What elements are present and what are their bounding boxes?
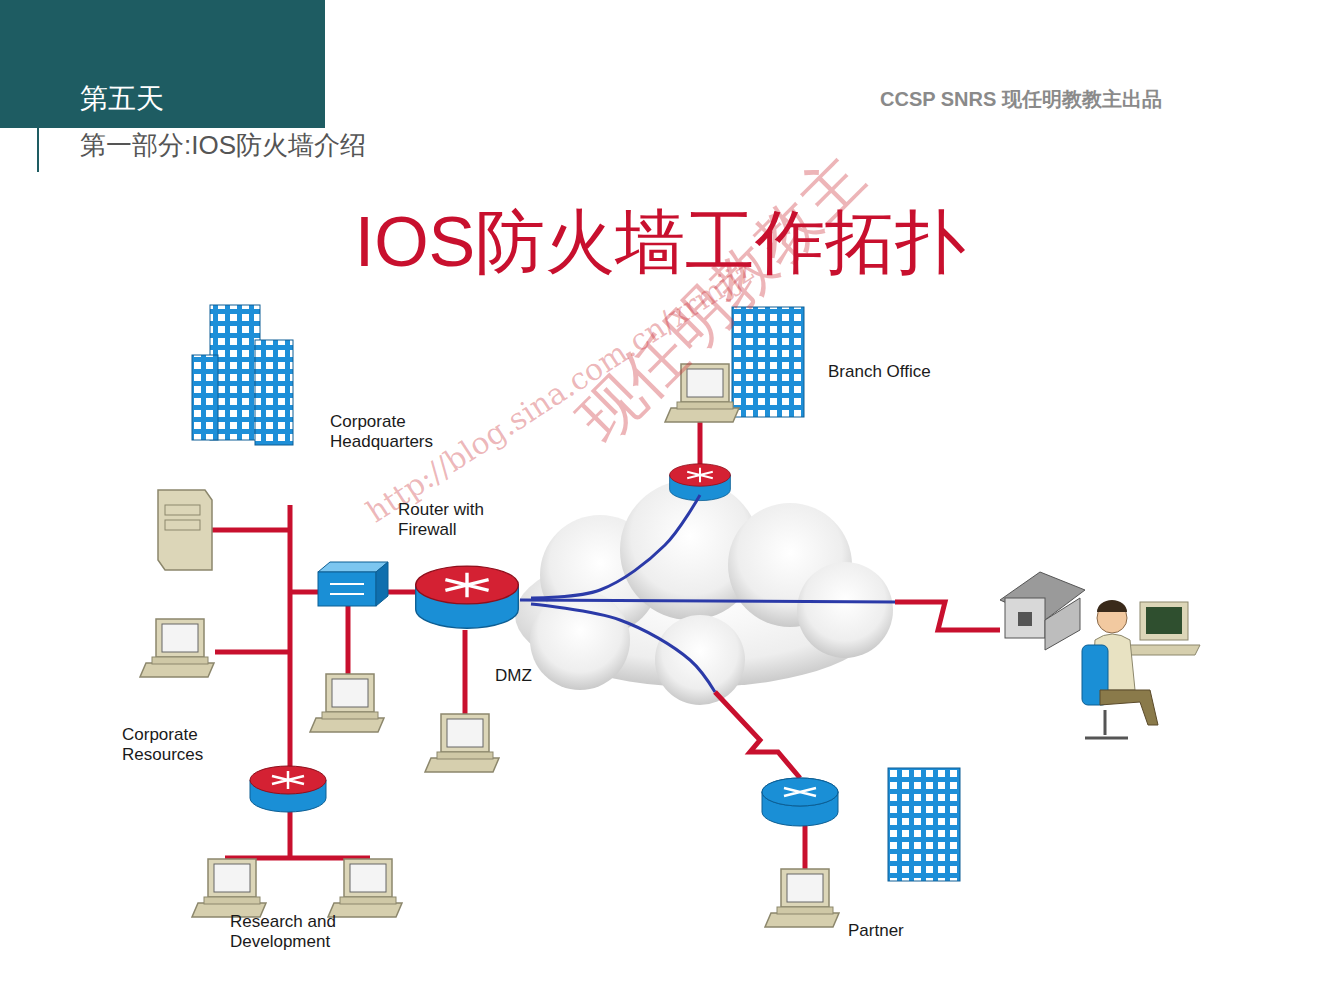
link-segment: [531, 495, 700, 598]
network-site: DMZ: [425, 662, 545, 787]
site-label: Branch Office: [828, 362, 958, 382]
link-segment: [531, 604, 715, 692]
publisher-label: CCSP SNRS 现任明教教主出品: [880, 86, 1162, 113]
router-mark: [784, 788, 816, 796]
network-link: [531, 604, 800, 778]
network-site: Router with Firewall: [395, 498, 531, 630]
slide-title: IOS防火墙工作拓扑: [0, 196, 1320, 290]
network-site: Research and Development: [195, 760, 410, 958]
site-label: Research and Development: [230, 912, 360, 952]
watermark-url: http://blog.sina.com.cn/xrmjjz: [360, 253, 759, 529]
site-label: Router with Firewall: [398, 500, 528, 540]
network-link: [531, 495, 700, 598]
chapter-label: 第五天: [80, 80, 164, 118]
section-label: 第一部分:IOS防火墙介绍: [80, 128, 366, 163]
site-label: Corporate Resources: [122, 725, 252, 765]
router-top: [762, 778, 838, 806]
site-label: DMZ: [495, 666, 532, 686]
network-site: Corporate Headquarters: [188, 300, 463, 458]
link-segment: [463, 630, 468, 662]
network-site: Branch Office: [650, 300, 961, 495]
network-site: Corporate Resources: [118, 480, 255, 768]
network-link: [465, 630, 466, 662]
watermark: 现任明教教主: [560, 137, 882, 459]
link-segment: [715, 692, 800, 778]
site-label: Partner: [848, 921, 904, 941]
site-label: Corporate Headquarters: [330, 412, 460, 452]
network-site: Partner: [755, 768, 970, 945]
